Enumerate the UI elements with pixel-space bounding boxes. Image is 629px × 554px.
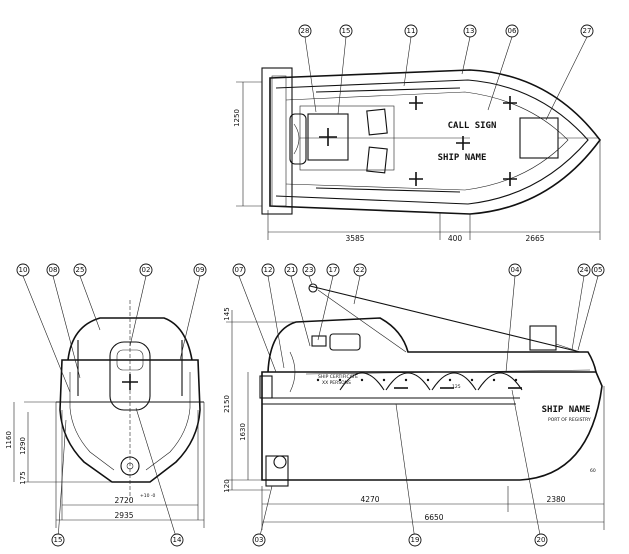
svg-text:15: 15 — [54, 536, 63, 544]
svg-text:22: 22 — [356, 266, 365, 274]
side-rudder — [265, 455, 289, 487]
plan-call-sign: CALL SIGN — [448, 121, 497, 131]
svg-text:03: 03 — [255, 536, 264, 544]
side-dim-total-length: 6650 — [424, 513, 443, 522]
end-canopy-outline — [67, 317, 193, 361]
side-ship-name: SHIP NAME — [542, 405, 591, 415]
plan-dim-fwd: 2665 — [525, 234, 544, 243]
plan-gunwale-line — [275, 79, 589, 205]
side-hull-outline — [261, 371, 603, 481]
svg-text:04: 04 — [511, 266, 520, 274]
side-dim-fwd-length: 2380 — [546, 495, 565, 504]
svg-text:13: 13 — [466, 27, 475, 35]
side-port-of-registry: PORT OF REGISTRY — [548, 417, 591, 423]
side-dim-mid-height: 1630 — [239, 423, 247, 441]
rudder-box — [289, 113, 307, 165]
side-mark-60: 60 — [590, 468, 596, 474]
plan-cross-marks — [409, 96, 517, 186]
side-davit-fall — [309, 285, 581, 353]
side-persons-text: XX PERSONS — [322, 380, 351, 386]
svg-text:09: 09 — [196, 266, 205, 274]
end-dim-h3: 175 — [19, 471, 27, 484]
plan-inner-line — [285, 91, 569, 191]
side-mark-125: 125 — [452, 384, 461, 390]
side-canopy-outline — [267, 317, 597, 373]
side-certificate-text: SHIP CERTIFICATE — [318, 374, 358, 380]
end-dim-tolerance: +10 -0 — [140, 493, 156, 499]
side-view: SHIP NAME PORT OF REGISTRY SHIP CERTIFIC… — [223, 263, 605, 547]
end-hull-outline — [59, 359, 201, 483]
plan-dim-mid: 400 — [448, 234, 463, 243]
svg-text:02: 02 — [142, 266, 151, 274]
svg-text:17: 17 — [329, 266, 338, 274]
hatch-cross — [319, 128, 337, 146]
plan-ship-name: SHIP NAME — [438, 153, 487, 163]
svg-text:20: 20 — [537, 536, 546, 544]
side-dim-aft-length: 4270 — [360, 495, 379, 504]
svg-text:10: 10 — [19, 266, 28, 274]
svg-text:07: 07 — [235, 266, 244, 274]
plan-callout-bubbles: 28 15 11 13 06 27 — [298, 24, 594, 38]
side-rope-dots — [316, 378, 518, 382]
side-callout-bubbles: 07 12 21 23 17 22 04 24 05 03 19 20 — [232, 263, 605, 547]
entrance-hatch — [307, 113, 349, 161]
canopy-window-1 — [366, 108, 388, 136]
svg-text:24: 24 — [580, 266, 589, 274]
svg-text:27: 27 — [583, 27, 592, 35]
end-dim-width-outer: 2935 — [114, 511, 133, 520]
end-callout-bubbles: 10 08 25 02 09 15 14 — [16, 263, 207, 547]
side-seat-arches — [339, 372, 523, 391]
plan-view: CALL SIGN SHIP NAME 1250 3585 400 2665 2… — [233, 24, 601, 243]
svg-text:25: 25 — [76, 266, 85, 274]
end-dim-width-inner: 2720 — [114, 496, 133, 505]
svg-text:06: 06 — [508, 27, 517, 35]
svg-text:12: 12 — [264, 266, 273, 274]
side-dim-overall-height: 2150 — [223, 395, 231, 413]
side-dim-top: 145 — [223, 307, 231, 320]
canopy-window-2 — [366, 146, 388, 174]
end-view: 1160 1290 175 2720 2935 +10 -0 10 08 25 … — [5, 263, 207, 547]
stern-block — [261, 67, 293, 215]
svg-text:28: 28 — [301, 27, 310, 35]
stern-inner — [271, 75, 287, 207]
end-dim-h2: 1290 — [19, 437, 27, 455]
svg-text:21: 21 — [287, 266, 296, 274]
svg-text:23: 23 — [305, 266, 314, 274]
end-dim-h1: 1160 — [5, 431, 13, 449]
bow-hatch — [519, 117, 559, 159]
plan-dim-aft: 3585 — [345, 234, 364, 243]
plan-dim-beam: 1250 — [233, 109, 241, 127]
svg-text:19: 19 — [411, 536, 420, 544]
svg-text:05: 05 — [594, 266, 603, 274]
svg-text:08: 08 — [49, 266, 58, 274]
svg-text:14: 14 — [173, 536, 182, 544]
svg-text:15: 15 — [342, 27, 351, 35]
svg-text:11: 11 — [407, 27, 416, 35]
side-dim-bottom: 120 — [223, 479, 231, 492]
plan-callout-leaders — [304, 36, 588, 121]
